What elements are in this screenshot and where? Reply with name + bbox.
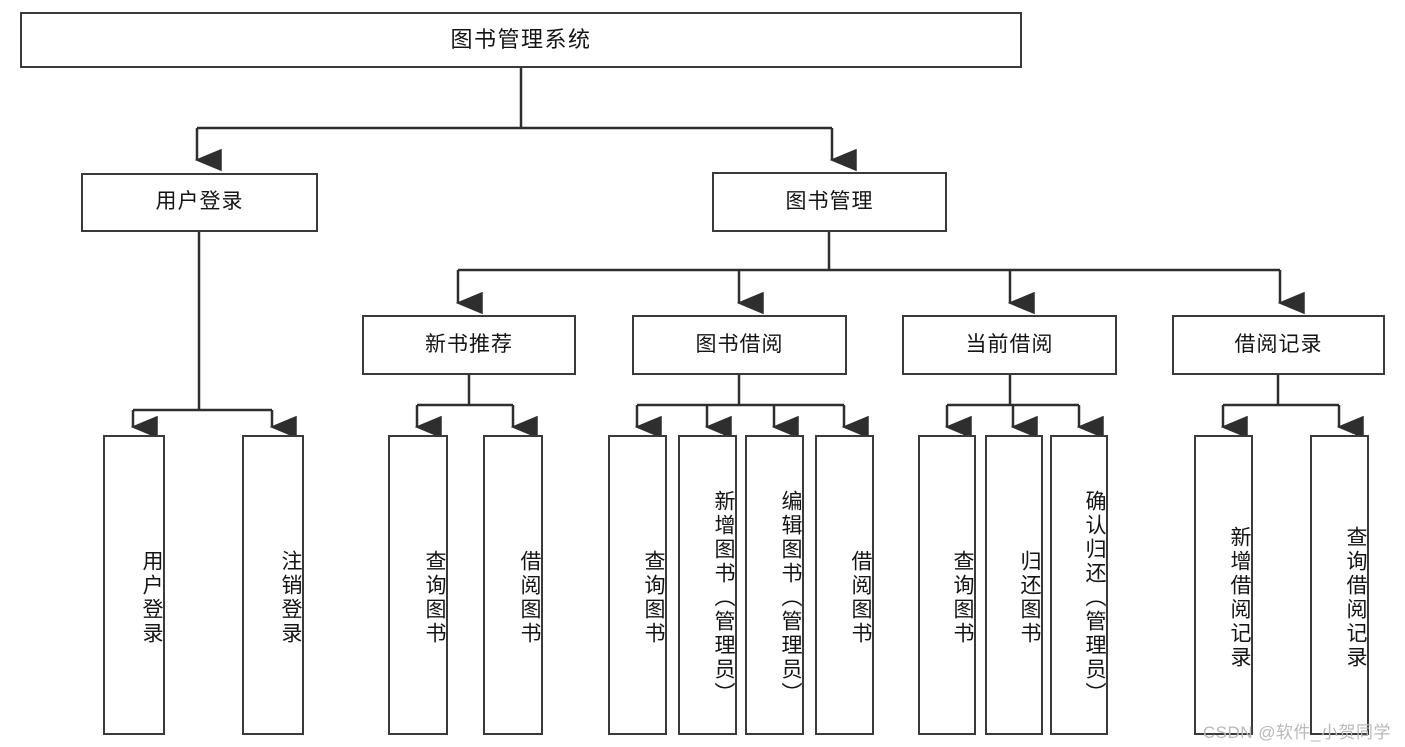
node-new-book-recommend[interactable]: 新书推荐 [362, 315, 576, 375]
node-leaf-add-book-admin[interactable]: 新增图书（管理员） [678, 435, 737, 735]
node-user-login[interactable]: 用户登录 [81, 173, 318, 232]
node-label: 注销登录 [279, 550, 302, 646]
node-label: 借阅图书 [518, 550, 541, 646]
node-label: 图书借阅 [695, 332, 784, 356]
node-leaf-query-book-borrow[interactable]: 查询图书 [608, 435, 667, 735]
node-label: 借阅记录 [1234, 332, 1323, 356]
node-label: 归还图书 [1018, 550, 1041, 646]
node-current-borrow[interactable]: 当前借阅 [902, 315, 1117, 375]
node-leaf-user-login[interactable]: 用户登录 [103, 435, 165, 735]
node-label: 图书管理系统 [450, 27, 592, 53]
watermark: CSDN @软件_小贺同学 [1202, 723, 1391, 742]
node-borrow-records[interactable]: 借阅记录 [1172, 315, 1385, 375]
node-leaf-query-book-recommend[interactable]: 查询图书 [388, 435, 448, 735]
node-book-management[interactable]: 图书管理 [712, 172, 947, 232]
node-label: 查询图书 [951, 550, 974, 646]
node-label: 用户登录 [155, 190, 244, 214]
node-label: 查询图书 [423, 550, 446, 646]
node-label: 查询借阅记录 [1344, 526, 1367, 670]
node-label: 新增图书（管理员） [712, 490, 735, 706]
node-leaf-query-borrow-record[interactable]: 查询借阅记录 [1310, 435, 1369, 735]
node-label: 新书推荐 [425, 332, 513, 356]
node-label: 编辑图书（管理员） [779, 490, 802, 706]
node-label: 借阅图书 [849, 550, 872, 646]
node-leaf-borrow-book-recommend[interactable]: 借阅图书 [483, 435, 543, 735]
node-root-book-management-system[interactable]: 图书管理系统 [20, 12, 1022, 68]
node-label: 图书管理 [785, 189, 874, 213]
node-leaf-edit-book-admin[interactable]: 编辑图书（管理员） [745, 435, 804, 735]
node-leaf-logout[interactable]: 注销登录 [242, 435, 304, 735]
node-leaf-confirm-return-admin[interactable]: 确认归还（管理员） [1050, 435, 1108, 735]
node-leaf-add-borrow-record[interactable]: 新增借阅记录 [1194, 435, 1253, 735]
node-label: 当前借阅 [965, 332, 1054, 356]
node-leaf-return-book[interactable]: 归还图书 [985, 435, 1043, 735]
node-leaf-borrow-book[interactable]: 借阅图书 [815, 435, 874, 735]
node-label: 确认归还（管理员） [1083, 490, 1106, 706]
node-leaf-query-book-current[interactable]: 查询图书 [918, 435, 976, 735]
node-book-borrow[interactable]: 图书借阅 [632, 315, 847, 375]
node-label: 用户登录 [140, 550, 163, 646]
node-label: 新增借阅记录 [1228, 526, 1251, 670]
node-label: 查询图书 [642, 550, 665, 646]
